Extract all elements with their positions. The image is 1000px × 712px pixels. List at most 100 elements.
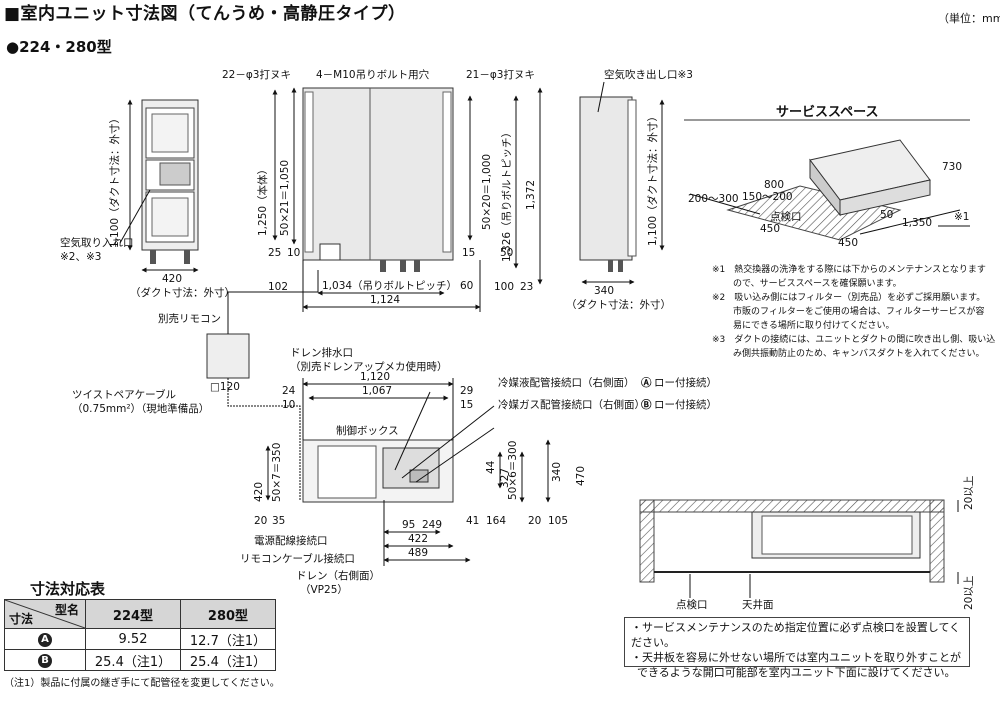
bottom-20: 20	[254, 515, 267, 527]
front-holes-left: 22－φ3打ヌキ	[222, 68, 291, 81]
front-d100: 100	[494, 281, 514, 293]
dim-table-footnote: （注1）製品に付属の継ぎ手にて配管径を変更してください。	[4, 678, 280, 689]
cell-b-224: 25.4（注1）	[85, 649, 181, 671]
port-a-marker: Ⓐ	[641, 376, 652, 389]
service-note-line: ※2 吸い込み側にはフィルター（別売品）を必ずご採用願います。	[712, 291, 985, 303]
bottom-340: 340	[551, 462, 563, 482]
bottom-420: 420	[253, 482, 265, 502]
service-notes: ※1 熱交換器の洗浄をする際には下からのメンテナンスとなります ので、サービスス…	[712, 263, 995, 359]
bottom-15: 15	[460, 399, 473, 411]
front-d23: 23	[520, 281, 533, 293]
service-note-line: ※3 ダクトの接続には、ユニットとダクトの間に吹き出し側、吸い込	[712, 333, 995, 345]
cell-a-280: 12.7（注1）	[180, 628, 276, 650]
bottom-10: 10	[282, 399, 295, 411]
header-dim: 寸法	[9, 612, 34, 626]
drain-vp25: （VP25）	[300, 584, 348, 596]
remote-label: 別売リモコン	[158, 312, 221, 325]
left-width: 420	[162, 273, 182, 285]
front-d25: 25	[268, 247, 281, 259]
front-holes-right: 21－φ3打ヌキ	[466, 68, 535, 81]
right-side-view	[579, 96, 665, 285]
ceiling-surface-label: 天井面	[742, 598, 774, 611]
model-label: ●224・280型	[6, 38, 112, 56]
dim-table: 型名 寸法 224型 280型 A 9.52 12.7（注1） B 25.4（注…	[4, 599, 276, 671]
air-outlet-label: 空気吹き出し口※3	[604, 68, 693, 81]
service-note-line: 市販のフィルターをご使用の場合は、フィルターサービスが容	[733, 305, 984, 317]
front-height-total: 1,372	[525, 180, 537, 210]
left-duct-height: 1,100（ダクト寸法：外寸）	[108, 113, 121, 248]
svc-inspection: 点検口	[770, 210, 802, 223]
drain-side-label: ドレン（右側面）	[296, 569, 380, 582]
front-height-body: 1,250（本体）	[256, 164, 269, 236]
drain-outlet-note: （別売ドレンアップメカ使用時）	[290, 360, 448, 373]
front-bolt-pitch-v: 1,326（吊りボルトピッチ）	[501, 127, 513, 262]
bottom-pitch2: 50×6＝300	[507, 441, 519, 500]
bottom-1120: 1,120	[360, 371, 390, 383]
dim-table-title: 寸法対応表	[30, 580, 106, 598]
row-key-a: A	[4, 628, 86, 650]
install-notes: ・サービスメンテナンスのため指定位置に必ず点検口を設置してください。 ・天井板を…	[624, 617, 970, 679]
svc-note-mark: ※1	[954, 211, 969, 223]
unit-label: （単位：mm）	[938, 11, 1000, 25]
bottom-164: 164	[486, 515, 506, 527]
front-pitch-left: 50×21＝1,050	[279, 160, 291, 236]
clearance-top: 20以上	[963, 476, 975, 510]
front-d60: 60	[460, 280, 473, 292]
remote-cable-port-label: リモコンケーブル接続口	[240, 552, 355, 565]
svc-450a: 450	[760, 223, 780, 235]
front-width: 1,124	[370, 294, 400, 306]
bottom-95: 95	[402, 519, 415, 531]
front-view	[272, 87, 543, 312]
right-width: 340	[594, 285, 614, 297]
svc-150-200: 150～200	[742, 191, 793, 203]
service-note-line: ので、サービススペースを確保願います。	[733, 277, 902, 289]
svc-730: 730	[942, 161, 962, 173]
header-model: 型名	[54, 603, 79, 617]
right-duct-width: （ダクト寸法：外寸）	[566, 298, 671, 311]
ceiling-install-view	[639, 499, 959, 584]
service-note-line: 易にできる場所に取り付けてください。	[733, 319, 895, 331]
bottom-41: 41	[466, 515, 479, 527]
bottom-44: 44	[485, 460, 497, 474]
right-duct-height: 1,100（ダクト寸法：外寸）	[646, 111, 659, 246]
left-duct-width: （ダクト寸法：外寸）	[130, 286, 235, 299]
front-bolt-pitch-h: 1,034（吊りボルトピッチ）	[322, 280, 457, 292]
left-side-view	[127, 99, 199, 273]
page-title: ■室内ユニット寸法図（てんうめ・高静圧タイプ）	[4, 3, 406, 24]
gas-port-tail: ロー付接続）	[654, 398, 717, 411]
bottom-35: 35	[272, 515, 285, 527]
clearance-bottom: 20以上	[963, 576, 975, 610]
power-port-label: 電源配線接続口	[254, 534, 328, 547]
install-note: ・サービスメンテナンスのため指定位置に必ず点検口を設置してください。	[631, 621, 961, 649]
bottom-327: 327	[499, 468, 511, 488]
col-280: 280型	[180, 599, 276, 629]
svc-1350: 1,350	[902, 217, 932, 229]
install-note: ・天井板を容易に外せない場所では室内ユニットを取り外すことが	[631, 651, 961, 664]
front-d10: 10	[287, 247, 300, 259]
service-note-line: み側共振動防止のため、キャンバスダクトを入れてください。	[733, 347, 984, 359]
bottom-249: 249	[422, 519, 442, 531]
front-pitch-right: 50×20＝1,000	[481, 154, 493, 230]
svc-800: 800	[764, 179, 784, 191]
svc-200-300: 200～300	[688, 193, 739, 205]
air-inlet-label: 空気取り入れ口	[60, 236, 134, 249]
air-inlet-note: ※2、※3	[60, 251, 101, 263]
cell-a-224: 9.52	[85, 628, 181, 650]
row-key-a-badge: A	[38, 633, 52, 647]
front-d15: 15	[462, 247, 475, 259]
bottom-29: 29	[460, 385, 473, 397]
drain-outlet-label: ドレン排水口	[290, 346, 353, 359]
liquid-port-label: 冷媒液配管接続口（右側面）	[498, 376, 635, 389]
bottom-470: 470	[575, 466, 587, 486]
svc-450b: 450	[838, 237, 858, 249]
liquid-port-tail: ロー付接続）	[654, 376, 717, 389]
bottom-view	[265, 378, 551, 566]
cell-b-280: 25.4（注1）	[180, 649, 276, 671]
corner-diagonal	[5, 600, 85, 628]
row-key-b: B	[4, 649, 86, 671]
remote-controller	[206, 270, 319, 500]
svc-50: 50	[880, 209, 893, 221]
service-title: サービススペース	[776, 104, 878, 120]
front-d50: 50	[500, 247, 513, 259]
service-space-illustration	[689, 139, 961, 241]
